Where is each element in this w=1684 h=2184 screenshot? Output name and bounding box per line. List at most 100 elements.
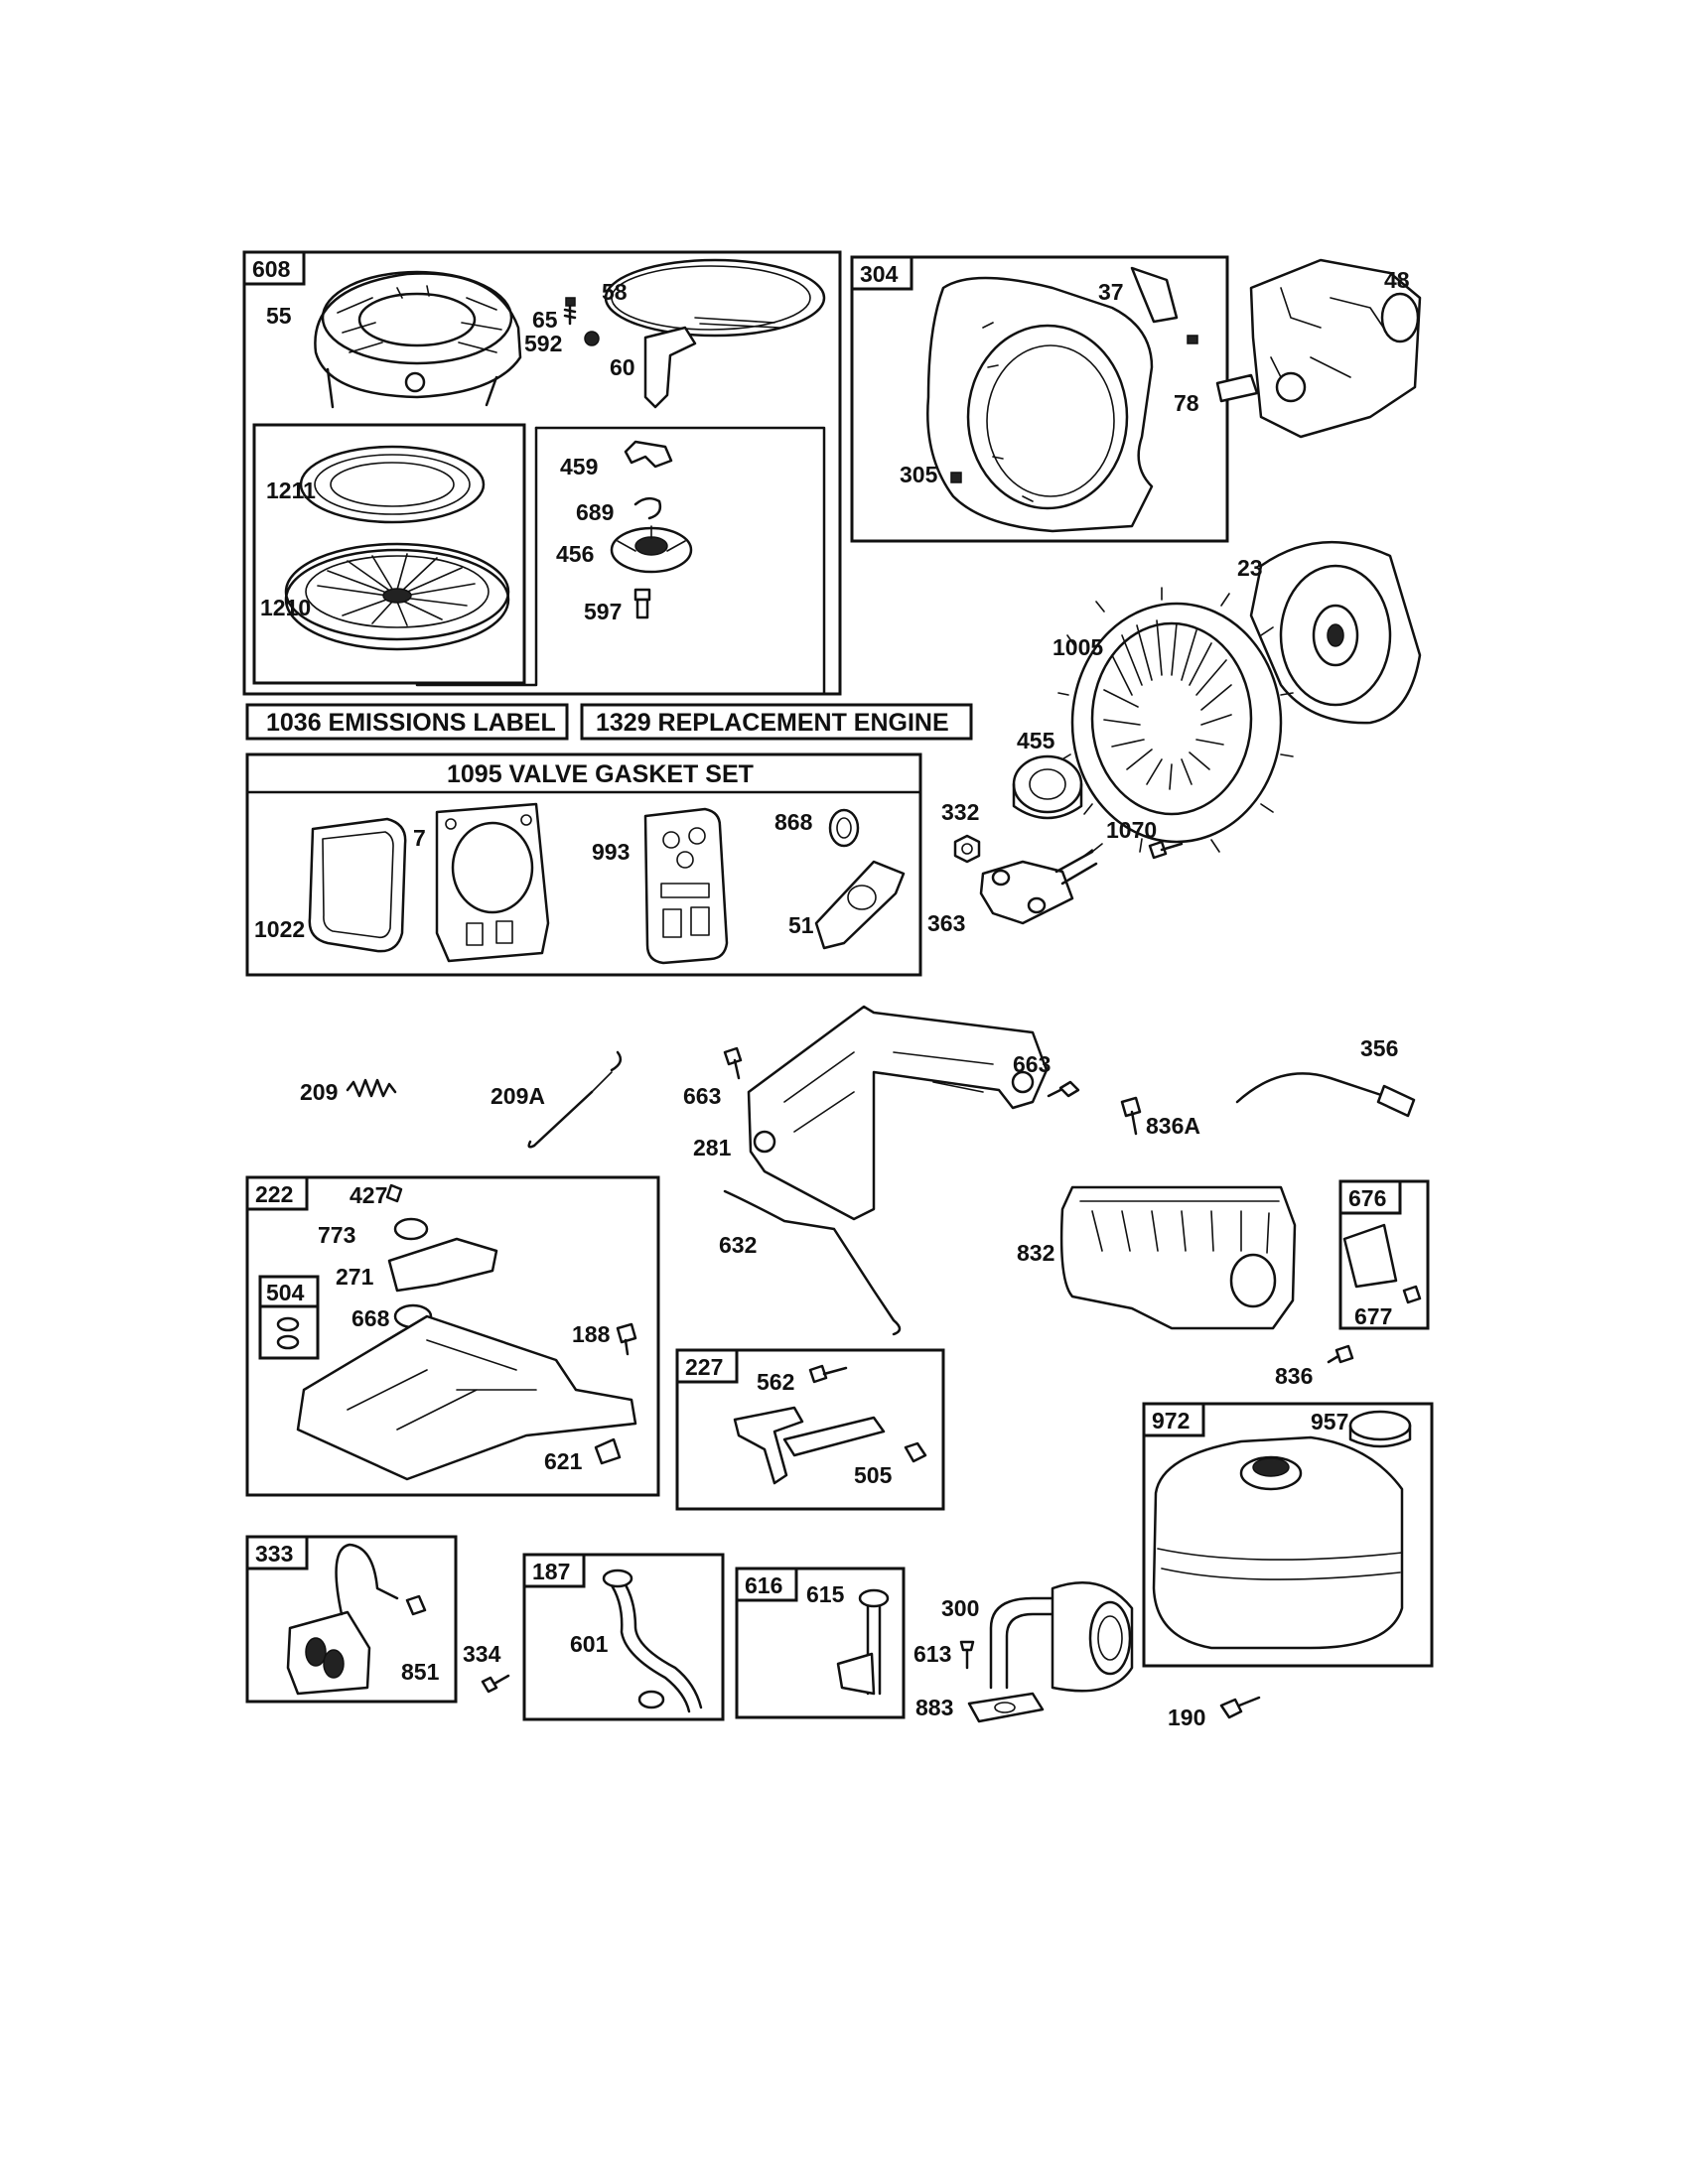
callout-305: 305 bbox=[900, 462, 938, 487]
callout-23: 23 bbox=[1237, 555, 1263, 581]
clip-689 bbox=[633, 496, 662, 520]
gasket-883 bbox=[967, 1692, 1045, 1723]
callout-832: 832 bbox=[1017, 1240, 1054, 1266]
gasket-51 bbox=[814, 860, 906, 950]
screw-597 bbox=[633, 588, 651, 619]
pulley-1210 bbox=[284, 542, 510, 651]
nut-505 bbox=[904, 1441, 927, 1463]
fan-1005 bbox=[1057, 587, 1294, 853]
short-block-48 bbox=[1215, 258, 1422, 439]
group-616: 616 615 bbox=[735, 1567, 906, 1719]
group-616-frame bbox=[735, 1567, 906, 1719]
callout-632: 632 bbox=[719, 1232, 757, 1258]
emissions-label-box bbox=[245, 703, 569, 741]
callout-562: 562 bbox=[757, 1369, 794, 1395]
callout-427: 427 bbox=[350, 1182, 387, 1208]
callout-363: 363 bbox=[927, 910, 965, 936]
callout-209: 209 bbox=[300, 1079, 338, 1105]
callout-1005: 1005 bbox=[1052, 634, 1103, 660]
gasket-993 bbox=[643, 807, 729, 965]
bracket-281 bbox=[747, 1005, 1049, 1221]
guard-37 bbox=[1130, 266, 1179, 324]
callout-993: 993 bbox=[592, 839, 630, 865]
callout-58: 58 bbox=[602, 279, 628, 305]
callout-1211: 1211 bbox=[266, 478, 316, 503]
recoil-spring-1211 bbox=[299, 445, 486, 524]
callout-676: 676 bbox=[1348, 1185, 1386, 1211]
bolt-836A bbox=[1120, 1096, 1142, 1136]
callout-60: 60 bbox=[610, 354, 635, 380]
callout-601: 601 bbox=[570, 1631, 609, 1657]
group-227-frame bbox=[675, 1348, 945, 1511]
callout-187: 187 bbox=[532, 1559, 570, 1584]
group-608-pawl-bracket-top bbox=[534, 426, 826, 696]
flywheel-23 bbox=[1249, 540, 1422, 725]
callout-504: 504 bbox=[266, 1280, 305, 1305]
callout-222: 222 bbox=[255, 1181, 293, 1207]
valve-gasket-set: 1095 VALVE GASKET SET 1022 7 993 bbox=[245, 752, 922, 977]
callout-334: 334 bbox=[463, 1641, 501, 1667]
callout-621: 621 bbox=[544, 1448, 583, 1474]
callout-65: 65 bbox=[532, 307, 558, 333]
group-222: 222 427 773 271 504 668 188 621 bbox=[245, 1175, 660, 1497]
group-972-frame bbox=[1142, 1402, 1434, 1668]
callout-505: 505 bbox=[854, 1462, 893, 1488]
group-676: 676 677 bbox=[1338, 1179, 1430, 1330]
wire-356 bbox=[1235, 1072, 1416, 1118]
seal-868 bbox=[828, 808, 860, 848]
label-bars: 1036 EMISSIONS LABEL 1329 REPLACEMENT EN… bbox=[245, 703, 973, 741]
group-187-tag bbox=[522, 1553, 586, 1588]
spring-209 bbox=[346, 1078, 397, 1098]
fuel-line-601 bbox=[602, 1569, 703, 1713]
screw-78 bbox=[1187, 335, 1198, 344]
callout-7: 7 bbox=[413, 825, 426, 851]
callout-663-left: 663 bbox=[683, 1083, 721, 1109]
fuel-tank bbox=[1152, 1435, 1404, 1650]
callout-356: 356 bbox=[1360, 1035, 1398, 1061]
nut-592 bbox=[584, 331, 600, 346]
callout-836A: 836A bbox=[1146, 1113, 1200, 1139]
callout-51: 51 bbox=[788, 912, 814, 938]
callout-455: 455 bbox=[1017, 728, 1055, 753]
callout-271: 271 bbox=[336, 1264, 374, 1290]
callout-677: 677 bbox=[1354, 1303, 1392, 1329]
callout-304: 304 bbox=[860, 261, 899, 287]
callout-689: 689 bbox=[576, 499, 614, 525]
group-333: 333 851 bbox=[245, 1535, 458, 1704]
group-608-frame bbox=[242, 250, 842, 696]
control-bracket bbox=[296, 1314, 637, 1481]
group-333-frame bbox=[245, 1535, 458, 1704]
callout-227: 227 bbox=[685, 1354, 723, 1380]
callout-209A: 209A bbox=[491, 1083, 545, 1109]
callout-615: 615 bbox=[806, 1581, 845, 1607]
bolt-190 bbox=[1219, 1696, 1261, 1719]
screw-663-right bbox=[1047, 1080, 1080, 1098]
link-632 bbox=[723, 1189, 902, 1336]
callout-957: 957 bbox=[1311, 1409, 1348, 1434]
spring-209A bbox=[527, 1050, 623, 1149]
group-504-tag bbox=[258, 1275, 320, 1308]
fuel-shutoff-615 bbox=[836, 1588, 890, 1696]
group-222-tag bbox=[245, 1175, 309, 1211]
callout-851: 851 bbox=[401, 1659, 440, 1685]
group-187-frame bbox=[522, 1553, 725, 1721]
nut-427 bbox=[385, 1183, 403, 1203]
screw-65 bbox=[563, 297, 577, 326]
starter-housing-55 bbox=[314, 270, 522, 409]
group-227-tag bbox=[675, 1348, 739, 1384]
spacer-455 bbox=[1012, 754, 1083, 820]
callout-55: 55 bbox=[266, 303, 292, 329]
callout-456: 456 bbox=[556, 541, 594, 567]
replacement-engine-label: 1329 REPLACEMENT ENGINE bbox=[596, 709, 949, 737]
callout-773: 773 bbox=[318, 1222, 355, 1248]
retainer-456 bbox=[610, 525, 693, 574]
valve-gasket-set-frame bbox=[245, 752, 922, 977]
gasket-1022 bbox=[308, 817, 407, 953]
callout-1070: 1070 bbox=[1106, 817, 1157, 843]
head-gasket-7 bbox=[435, 802, 550, 963]
screw-613 bbox=[959, 1640, 975, 1670]
group-608: 608 55 65 592 58 bbox=[242, 250, 842, 696]
screw-677 bbox=[1402, 1285, 1422, 1304]
bolt-562 bbox=[808, 1364, 848, 1384]
callout-608: 608 bbox=[252, 256, 291, 282]
